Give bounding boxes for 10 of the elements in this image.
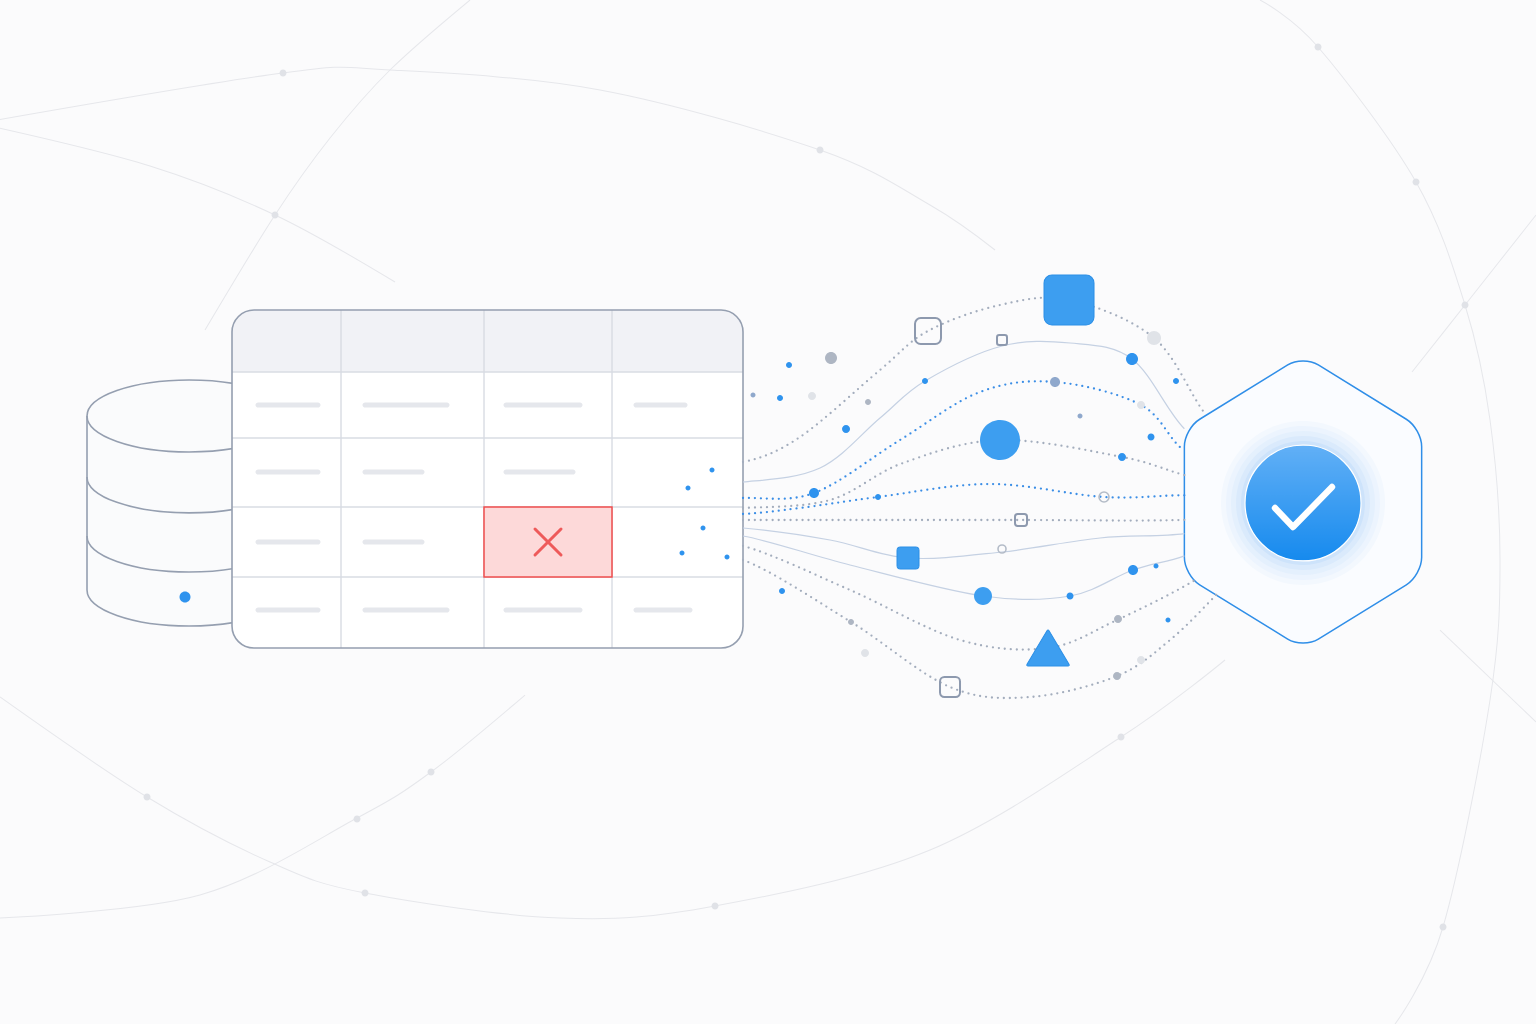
flow-line [741, 544, 1195, 651]
flow-line [741, 438, 1186, 510]
flow-line [742, 527, 1185, 560]
flow-line [741, 558, 1218, 700]
database-cylinder [86, 379, 233, 627]
flow-line [741, 518, 1186, 522]
data-table [231, 309, 744, 649]
flow-line [742, 535, 1185, 601]
flow-line [742, 340, 1185, 483]
flow-line [741, 482, 1186, 516]
